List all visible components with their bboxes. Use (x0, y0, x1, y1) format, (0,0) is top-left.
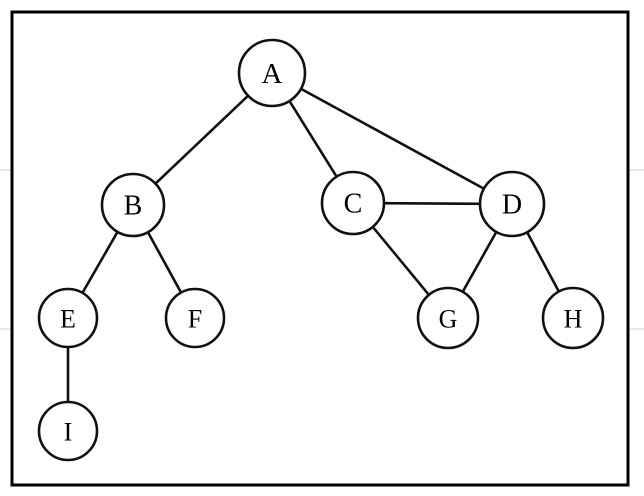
node-b[interactable]: B (100, 172, 166, 238)
node-label-h: H (564, 305, 583, 334)
node-circle-h[interactable] (541, 286, 605, 350)
node-label-d: D (502, 190, 522, 221)
edge-c-g (370, 224, 431, 298)
node-label-c: C (344, 189, 363, 220)
node-a[interactable]: A (237, 38, 307, 108)
node-circle-f[interactable] (164, 287, 226, 349)
node-label-b: B (124, 191, 143, 222)
edge-a-b (153, 93, 251, 186)
node-circle-a[interactable] (237, 38, 307, 108)
node-c[interactable]: C (320, 170, 386, 236)
node-label-i: I (64, 418, 73, 447)
node-circle-g[interactable] (416, 286, 480, 350)
edge-a-c (287, 98, 339, 180)
node-label-g: G (439, 305, 458, 334)
node-circle-c[interactable] (320, 170, 386, 236)
node-circle-b[interactable] (100, 172, 166, 238)
node-g[interactable]: G (416, 286, 480, 350)
edge-d-h (525, 229, 561, 294)
node-label-f: F (188, 305, 202, 334)
edge-b-e (80, 229, 120, 296)
node-circle-i[interactable] (37, 400, 99, 462)
edge-b-f (146, 229, 183, 295)
node-f[interactable]: F (164, 287, 226, 349)
node-layer: A B C D E F G H I (37, 38, 605, 462)
node-e[interactable]: E (37, 287, 99, 349)
edge-layer (66, 86, 561, 405)
edge-c-d (381, 201, 483, 206)
node-circle-d[interactable] (478, 170, 546, 238)
node-d[interactable]: D (478, 170, 546, 238)
node-h[interactable]: H (541, 286, 605, 350)
node-i[interactable]: I (37, 400, 99, 462)
node-label-e: E (60, 305, 76, 334)
node-circle-e[interactable] (37, 287, 99, 349)
edge-a-d (298, 86, 487, 191)
diagram-frame-border (10, 10, 630, 487)
node-label-a: A (262, 58, 283, 90)
edge-d-g (460, 229, 499, 295)
